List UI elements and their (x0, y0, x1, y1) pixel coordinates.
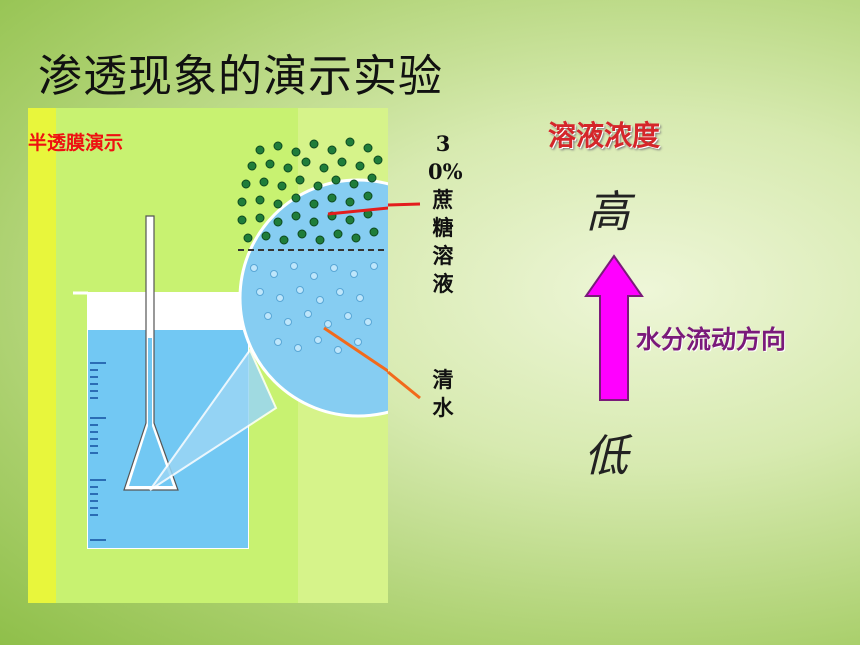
high-label: 高 (586, 187, 630, 238)
up-arrow-icon (584, 254, 644, 401)
concentration-title: 溶液浓度 (548, 119, 661, 152)
slide-title: 渗透现象的演示实验 (38, 51, 443, 102)
solution-annotation: 30%蔗糖溶液 (428, 131, 463, 296)
osmosis-demo-figure: 半透膜演示 (28, 108, 388, 603)
demo-label: 半透膜演示 (28, 132, 124, 154)
low-label: 低 (584, 431, 628, 482)
osmosis-diagram (28, 108, 388, 603)
flow-direction-label: 水分流动方向 (636, 325, 787, 354)
water-annotation: 清水 (432, 367, 454, 420)
